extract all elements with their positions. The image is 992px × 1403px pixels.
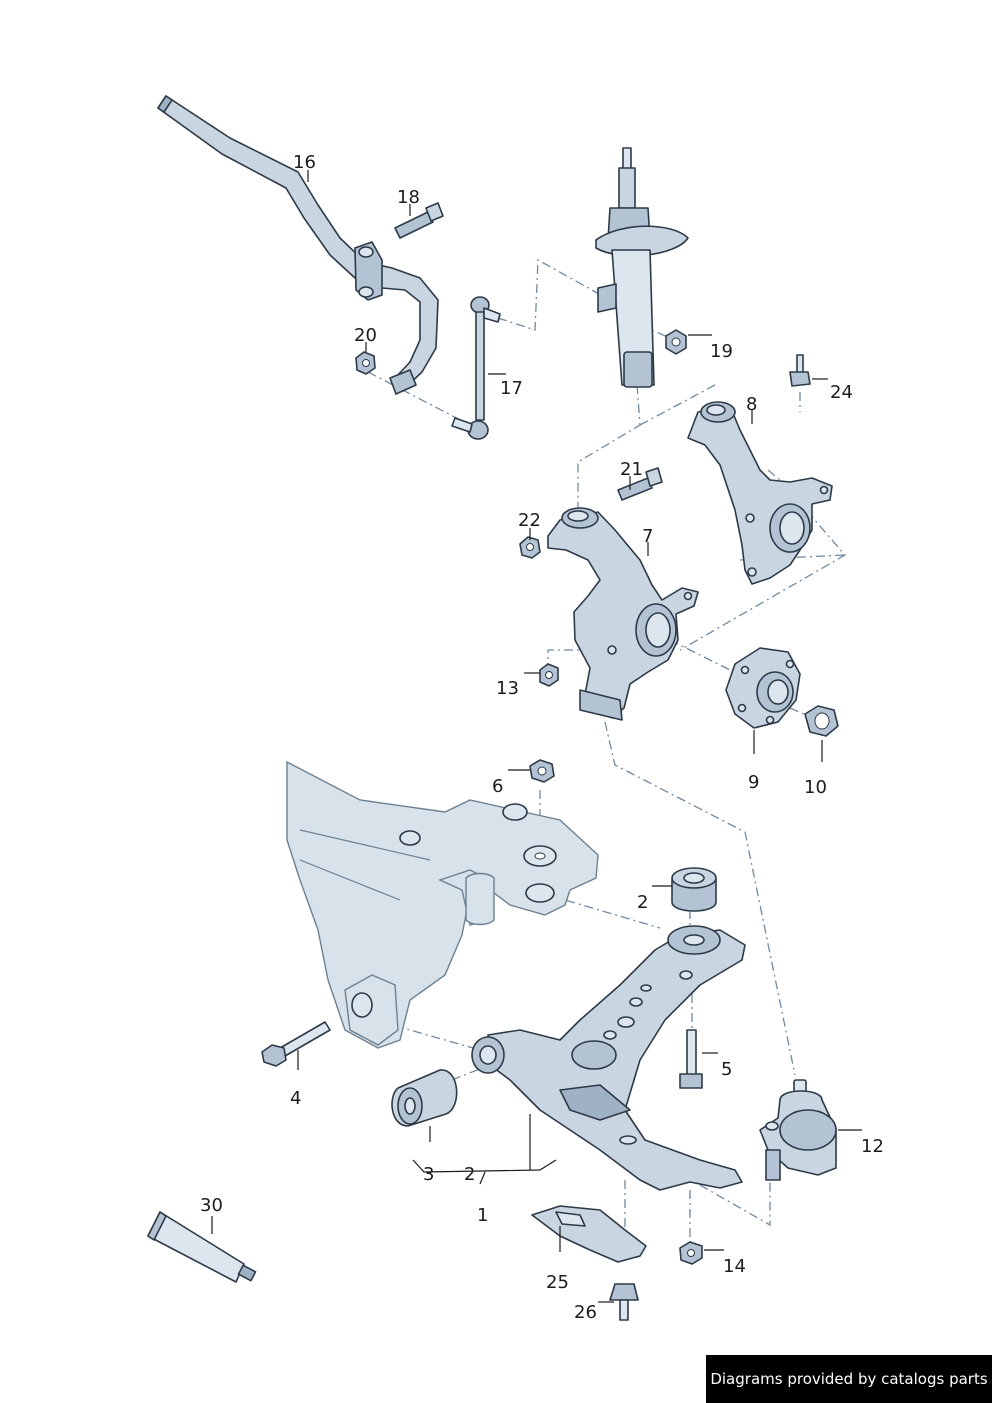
stabilizer-bar[interactable]	[157, 95, 439, 395]
label-6: 6	[492, 776, 503, 797]
label-17: 17	[500, 378, 523, 399]
label-20: 20	[354, 325, 377, 346]
credit-text: Diagrams provided by catalogs parts	[710, 1370, 988, 1388]
bushing-2-upper[interactable]	[671, 867, 717, 912]
label-4: 4	[290, 1088, 301, 1109]
bushing-3[interactable]	[391, 1069, 458, 1127]
label-5: 5	[721, 1059, 732, 1080]
label-16: 16	[293, 152, 316, 173]
wheel-bearing-housing-left[interactable]	[547, 507, 699, 721]
label-14: 14	[723, 1256, 746, 1277]
nut-22[interactable]	[519, 536, 541, 559]
label-7: 7	[642, 526, 653, 547]
label-1: 1	[477, 1205, 488, 1226]
label-22: 22	[518, 510, 541, 531]
label-24: 24	[830, 382, 853, 403]
subframe	[286, 760, 599, 1049]
label-10: 10	[804, 777, 827, 798]
ball-joint-12[interactable]	[759, 1079, 837, 1181]
label-2-upper: 2	[637, 892, 648, 913]
label-25: 25	[546, 1272, 569, 1293]
bolt-5[interactable]	[679, 1029, 703, 1089]
coupling-rod-17[interactable]	[451, 296, 501, 440]
label-2-lower: 2	[464, 1164, 475, 1185]
bolt-24[interactable]	[789, 354, 811, 387]
guard-plate-25[interactable]	[531, 1205, 647, 1263]
label-18: 18	[397, 187, 420, 208]
label-26: 26	[574, 1302, 597, 1323]
credit-banner: Diagrams provided by catalogs parts	[706, 1355, 992, 1403]
bolt-4[interactable]	[261, 1021, 331, 1067]
label-12: 12	[861, 1136, 884, 1157]
wheel-bearing-housing-right[interactable]	[687, 401, 833, 585]
label-3: 3	[423, 1164, 434, 1185]
bolt-21[interactable]	[617, 467, 663, 501]
label-8: 8	[746, 394, 757, 415]
label-30: 30	[200, 1195, 223, 1216]
grease-tube-30[interactable]	[147, 1211, 257, 1283]
label-13: 13	[496, 678, 519, 699]
clip-26[interactable]	[609, 1283, 639, 1321]
leader-lines	[211, 170, 862, 1303]
nut-6[interactable]	[529, 759, 555, 783]
control-arm-1[interactable]	[471, 925, 746, 1191]
nut-20[interactable]	[355, 351, 376, 375]
label-21: 21	[620, 459, 643, 480]
hub-nut-10[interactable]	[804, 705, 839, 737]
label-9: 9	[748, 772, 759, 793]
nut-19[interactable]	[665, 329, 687, 355]
nut-13[interactable]	[539, 663, 559, 687]
shock-absorber[interactable]	[595, 147, 689, 388]
nut-14[interactable]	[679, 1241, 703, 1265]
bolt-18[interactable]	[394, 202, 444, 239]
wheel-hub-9[interactable]	[725, 647, 801, 729]
callout-labels: 16 18 20 17 19 24 8 21 22 7 13 9 10 6 2 …	[200, 152, 884, 1323]
label-19: 19	[710, 341, 733, 362]
